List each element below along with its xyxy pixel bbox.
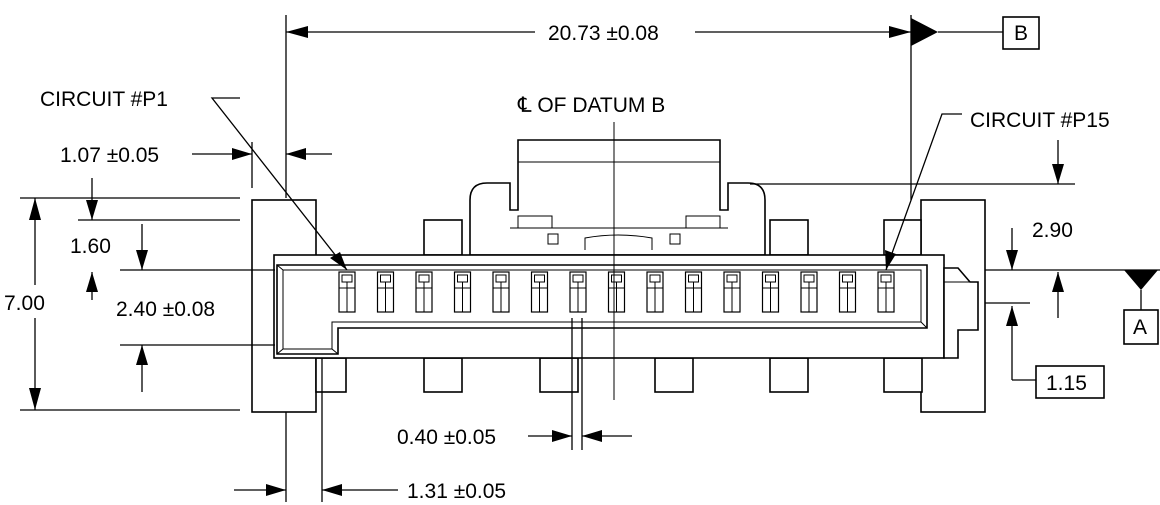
dimension-labels: 20.73 ±0.08 CIRCUIT #P1 ℄ OF DATUM B CIR… (4, 22, 1110, 503)
basic-dimension-value: 1.15 (1046, 372, 1087, 395)
contact-pin (838, 271, 857, 313)
contact-pin (646, 271, 664, 313)
pitch-width-label: 0.40 ±0.05 (397, 426, 496, 449)
circuit-p1-label: CIRCUIT #P1 (40, 88, 168, 111)
contact-pin (492, 271, 510, 313)
contact-pin (415, 271, 433, 313)
contact-pin (338, 271, 356, 313)
bottom-boss (423, 357, 463, 393)
connector-body (251, 139, 986, 413)
contact-pin (530, 271, 549, 313)
datum-a-letter: A (1133, 316, 1147, 339)
top-offset-label: 1.60 (70, 235, 111, 258)
contact-pin (723, 271, 741, 313)
overall-width-label: 20.73 ±0.08 (548, 22, 659, 45)
basic-dimension-box: 1.15 (1035, 365, 1105, 399)
contact-pin (877, 271, 895, 313)
contact-pin (376, 271, 395, 313)
bottom-boss (654, 357, 694, 393)
contact-pin (800, 271, 818, 313)
slot-height-label: 2.40 ±0.08 (116, 298, 215, 321)
datum-b-box: B (1002, 16, 1040, 50)
contact-pin (761, 271, 780, 313)
bottom-boss (769, 357, 809, 393)
pin1-offset-label: 1.07 ±0.05 (60, 144, 159, 167)
datum-a-box: A (1123, 309, 1159, 345)
centerline-label: ℄ OF DATUM B (517, 94, 665, 117)
contact-pins (338, 271, 895, 313)
bottom-boss (883, 357, 923, 393)
contact-pin (569, 271, 587, 313)
contact-pin (607, 271, 626, 313)
top-boss (423, 219, 463, 256)
datum-a-offset-label: 2.90 (1032, 219, 1073, 242)
height-label: 7.00 (4, 292, 45, 315)
latch-housing (469, 139, 766, 256)
end-offset-label: 1.31 ±0.05 (407, 480, 506, 503)
dimension-lines (20, 15, 1160, 502)
contact-pin (453, 271, 472, 313)
top-boss (769, 219, 809, 256)
contact-pin (684, 271, 703, 313)
bottom-boss (315, 357, 347, 393)
circuit-p15-label: CIRCUIT #P15 (970, 109, 1110, 132)
datum-b-letter: B (1014, 22, 1028, 45)
